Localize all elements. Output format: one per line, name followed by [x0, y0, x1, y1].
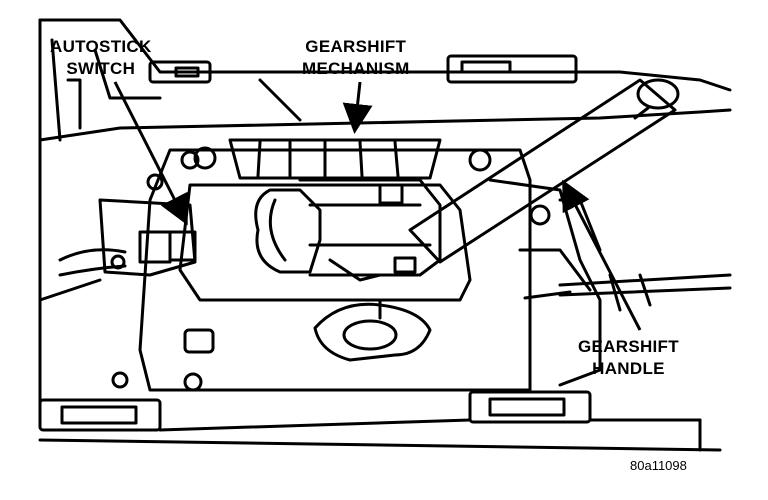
console-upper-panel: [38, 108, 732, 142]
autostick-label-line1: AUTOSTICK: [50, 37, 152, 56]
gearshift-handle: [408, 78, 677, 264]
upper-right-slot: [446, 54, 578, 84]
autostick-leader: [113, 81, 188, 226]
mechanism-label-line2: MECHANISM: [302, 59, 410, 78]
autostick-switch-label: AUTOSTICK SWITCH: [50, 36, 152, 80]
handle-leader: [562, 179, 642, 331]
upper-left-slot: [148, 60, 212, 84]
gearshift-mechanism-label: GEARSHIFT MECHANISM: [302, 36, 410, 80]
gearshift-handle-label: GEARSHIFT HANDLE: [578, 336, 679, 380]
mechanism-label-line1: GEARSHIFT: [305, 37, 407, 56]
autostick-label-line2: SWITCH: [66, 59, 136, 78]
handle-label-line2: HANDLE: [592, 359, 665, 378]
shift-gate: [254, 188, 322, 274]
mechanism-leader: [342, 81, 373, 134]
lower-left-slot: [38, 398, 162, 432]
mechanism-plate: [138, 148, 532, 392]
handle-label-line1: GEARSHIFT: [578, 337, 679, 356]
lower-right-slot: [468, 390, 592, 424]
indicator-grille: [228, 138, 442, 180]
console-top-edge: [38, 18, 732, 92]
figure-code: 80a11098: [630, 458, 687, 473]
mounting-bracket: [313, 302, 432, 362]
